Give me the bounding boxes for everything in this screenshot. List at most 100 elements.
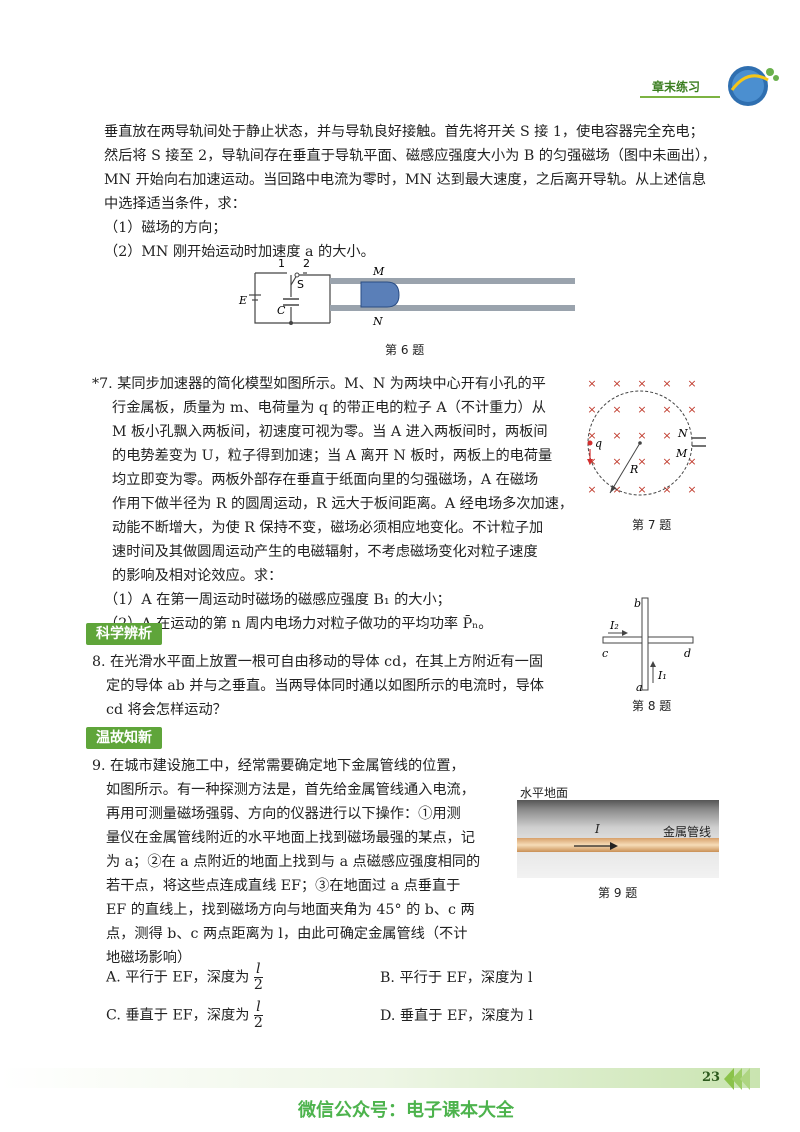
q6-caption: 第 6 题 bbox=[385, 343, 425, 357]
q8-label-c: c bbox=[602, 647, 608, 660]
q7-field-cross: × bbox=[637, 483, 646, 496]
q8-caption: 第 8 题 bbox=[632, 699, 672, 713]
q7-field-cross: × bbox=[687, 455, 696, 468]
q7-line-1: *7. 某同步加速器的简化模型如图所示。M、N 为两块中心开有小孔的平 bbox=[92, 376, 546, 392]
q7-field-cross: × bbox=[637, 455, 646, 468]
q9-ground-label: 水平地面 bbox=[520, 786, 569, 800]
q9-option-a[interactable]: A. 平行于 EF，深度为 l 2 bbox=[106, 962, 263, 993]
q9-line-6: 若干点，将这些点连成直线 EF；③在地面过 a 点垂直于 bbox=[106, 878, 461, 894]
q8-line-1: 8. 在光滑水平面上放置一根可自由移动的导体 cd，在其上方附近有一固 bbox=[92, 654, 544, 670]
q7-line-4: 的电势差变为 U，粒子得到加速；当 A 离开 N 板时，两板上的电荷量 bbox=[112, 448, 553, 464]
q9-option-a-text: A. 平行于 EF，深度为 bbox=[106, 969, 250, 986]
q9-line-9: 地磁场影响） bbox=[106, 950, 192, 966]
q7-field-cross: × bbox=[587, 483, 596, 496]
q6-line-3: MN 开始向右加速运动。当回路中电流为零时，MN 达到最大速度，之后离开导轨。从… bbox=[104, 172, 707, 188]
q9-option-b[interactable]: B. 平行于 EF，深度为 l bbox=[380, 970, 533, 986]
q7-field-cross: × bbox=[612, 403, 621, 416]
header-logo-icon bbox=[728, 66, 779, 106]
q7-line-5: 均立即变为零。两板外部存在垂直于纸面向里的匀强磁场，A 在磁场 bbox=[112, 472, 539, 488]
q7-line-6: 作用下做半径为 R 的圆周运动，R 远大于板间距离。A 经电场多次加速， bbox=[112, 496, 574, 512]
q9-line-2: 如图所示。有一种探测方法是，首先给金属管线通入电流， bbox=[106, 782, 475, 798]
header-rule bbox=[640, 96, 720, 98]
q7-line-8: 速时间及其做圆周运动产生的电磁辐射，不考虑磁场变化对粒子速度 bbox=[112, 544, 538, 560]
chapter-label: 章末练习 bbox=[652, 80, 701, 94]
q7-accelerator-figure: ×××××××××××××××××××××××× q R N M bbox=[587, 377, 706, 496]
q9-current-arrow-icon bbox=[574, 842, 618, 850]
q9-line-4: 量仪在金属管线附近的水平地面上找到磁场最强的某点，记 bbox=[106, 830, 475, 846]
q6-circuit-figure: 1 2 S E C M N bbox=[238, 257, 575, 328]
section-science-heading: 科学辨析 bbox=[86, 623, 162, 645]
q7-field-cross: × bbox=[587, 377, 596, 390]
q6-label-M: M bbox=[372, 265, 385, 278]
q6-label-1: 1 bbox=[278, 257, 285, 270]
q7-sub-2: （2）A 在运动的第 n 周内电场力对粒子做功的平均功率 P̄ₙ。 bbox=[104, 616, 493, 632]
q7-field-cross: × bbox=[612, 429, 621, 442]
q9-line-1: 9. 在城市建设施工中，经常需要确定地下金属管线的位置， bbox=[92, 758, 465, 774]
q7-field-cross: × bbox=[637, 377, 646, 390]
q7-line-9: 的影响及相对论效应。求： bbox=[112, 568, 283, 584]
q8-label-d: d bbox=[684, 647, 691, 660]
q7-field-cross: × bbox=[662, 377, 671, 390]
q9-line-7: EF 的直线上，找到磁场方向与地面夹角为 45° 的 b、c 两 bbox=[106, 902, 475, 918]
q9-label-pipe: 金属管线 bbox=[663, 825, 712, 839]
q8-line-2: 定的导体 ab 并与之垂直。当两导体同时通以如图所示的电流时，导体 bbox=[106, 678, 544, 694]
q6-line-2: 然后将 S 接至 2，导轨间存在垂直于导轨平面、磁感应强度大小为 B 的匀强磁场… bbox=[104, 148, 717, 164]
q7-field-cross: × bbox=[637, 429, 646, 442]
q6-label-S: S bbox=[297, 278, 304, 291]
q7-sub-1: （1）A 在第一周运动时磁场的磁感应强度 B₁ 的大小； bbox=[104, 592, 451, 608]
q8-label-a: a bbox=[636, 681, 643, 694]
question-9: 9. 在城市建设施工中，经常需要确定地下金属管线的位置， 如图所示。有一种探测方… bbox=[92, 754, 480, 970]
page-header: 章末练习 bbox=[0, 60, 800, 110]
section-review-heading: 温故知新 bbox=[86, 727, 162, 749]
q9-option-a-fraction: l 2 bbox=[253, 962, 263, 993]
q9-option-c[interactable]: C. 垂直于 EF，深度为 l 2 bbox=[106, 1000, 263, 1031]
q6-label-C: C bbox=[277, 304, 286, 317]
q6-line-1: 垂直放在两导轨间处于静止状态，并与导轨良好接触。首先将开关 S 接 1，使电容器… bbox=[104, 124, 704, 140]
q9-option-a-denominator: 2 bbox=[253, 977, 263, 993]
q9-line-3: 再用可测量磁场强弱、方向的仪器进行以下操作：①用测 bbox=[106, 806, 461, 822]
footer-chevron-icon bbox=[724, 1068, 750, 1090]
q7-field-cross: × bbox=[612, 377, 621, 390]
q6-label-E: E bbox=[238, 294, 247, 307]
q6-line-4: 中选择适当条件，求： bbox=[104, 196, 246, 212]
q7-label-q: q bbox=[595, 437, 602, 450]
q9-pipe bbox=[517, 838, 719, 852]
q7-field-cross: × bbox=[687, 403, 696, 416]
question-8: 8. 在光滑水平面上放置一根可自由移动的导体 cd，在其上方附近有一固 定的导体… bbox=[92, 650, 544, 722]
q7-caption: 第 7 题 bbox=[632, 518, 672, 532]
q7-field-cross: × bbox=[662, 403, 671, 416]
q8-label-I1: I₁ bbox=[657, 669, 667, 682]
q6-sub-2: （2）MN 刚开始运动时加速度 a 的大小。 bbox=[104, 244, 375, 260]
q7-field-cross: × bbox=[662, 429, 671, 442]
footer-wechat-text: 微信公众号：电子课本大全 bbox=[298, 1100, 514, 1121]
q6-label-N: N bbox=[372, 315, 383, 328]
q7-line-2: 行金属板，质量为 m、电荷量为 q 的带正电的粒子 A（不计重力）从 bbox=[112, 400, 546, 416]
q7-field-cross: × bbox=[587, 429, 596, 442]
q7-field-cross: × bbox=[687, 377, 696, 390]
q6-sub-1: （1）磁场的方向； bbox=[104, 220, 227, 236]
q9-option-c-denominator: 2 bbox=[253, 1015, 263, 1031]
q8-label-b: b bbox=[634, 597, 641, 610]
q7-label-M: M bbox=[675, 447, 688, 460]
question-6: 垂直放在两导轨间处于静止状态，并与导轨良好接触。首先将开关 S 接 1，使电容器… bbox=[104, 120, 716, 264]
q9-caption: 第 9 题 bbox=[598, 886, 638, 900]
q9-line-8: 点，测得 b、c 两点距离为 l，由此可确定金属管线（不计 bbox=[106, 926, 468, 942]
q9-option-d[interactable]: D. 垂直于 EF，深度为 l bbox=[380, 1008, 533, 1024]
q9-underground-figure: I 金属管线 bbox=[517, 800, 719, 878]
q7-field-cross: × bbox=[662, 455, 671, 468]
q8-label-I2: I₂ bbox=[609, 619, 619, 632]
q9-line-5: 为 a；②在 a 点附近的地面上找到与 a 点磁感应强度相同的 bbox=[106, 854, 481, 870]
q9-option-c-text: C. 垂直于 EF，深度为 bbox=[106, 1007, 250, 1024]
q7-field-cross: × bbox=[662, 483, 671, 496]
q8-line-3: cd 将会怎样运动？ bbox=[106, 702, 227, 718]
q7-magnetic-field-crosses: ×××××××××××××××××××××××× bbox=[587, 377, 696, 496]
page-number: 23 bbox=[702, 1070, 721, 1085]
q7-field-cross: × bbox=[612, 455, 621, 468]
q7-field-cross: × bbox=[687, 483, 696, 496]
q9-option-c-numerator: l bbox=[253, 1000, 263, 1016]
footer-bar bbox=[0, 1068, 760, 1088]
q7-line-3: M 板小孔飘入两板间，初速度可视为零。当 A 进入两板间时，两板间 bbox=[112, 424, 548, 440]
q7-field-cross: × bbox=[587, 403, 596, 416]
q7-field-cross: × bbox=[637, 403, 646, 416]
question-7: *7. 某同步加速器的简化模型如图所示。M、N 为两块中心开有小孔的平 行金属板… bbox=[92, 372, 573, 636]
